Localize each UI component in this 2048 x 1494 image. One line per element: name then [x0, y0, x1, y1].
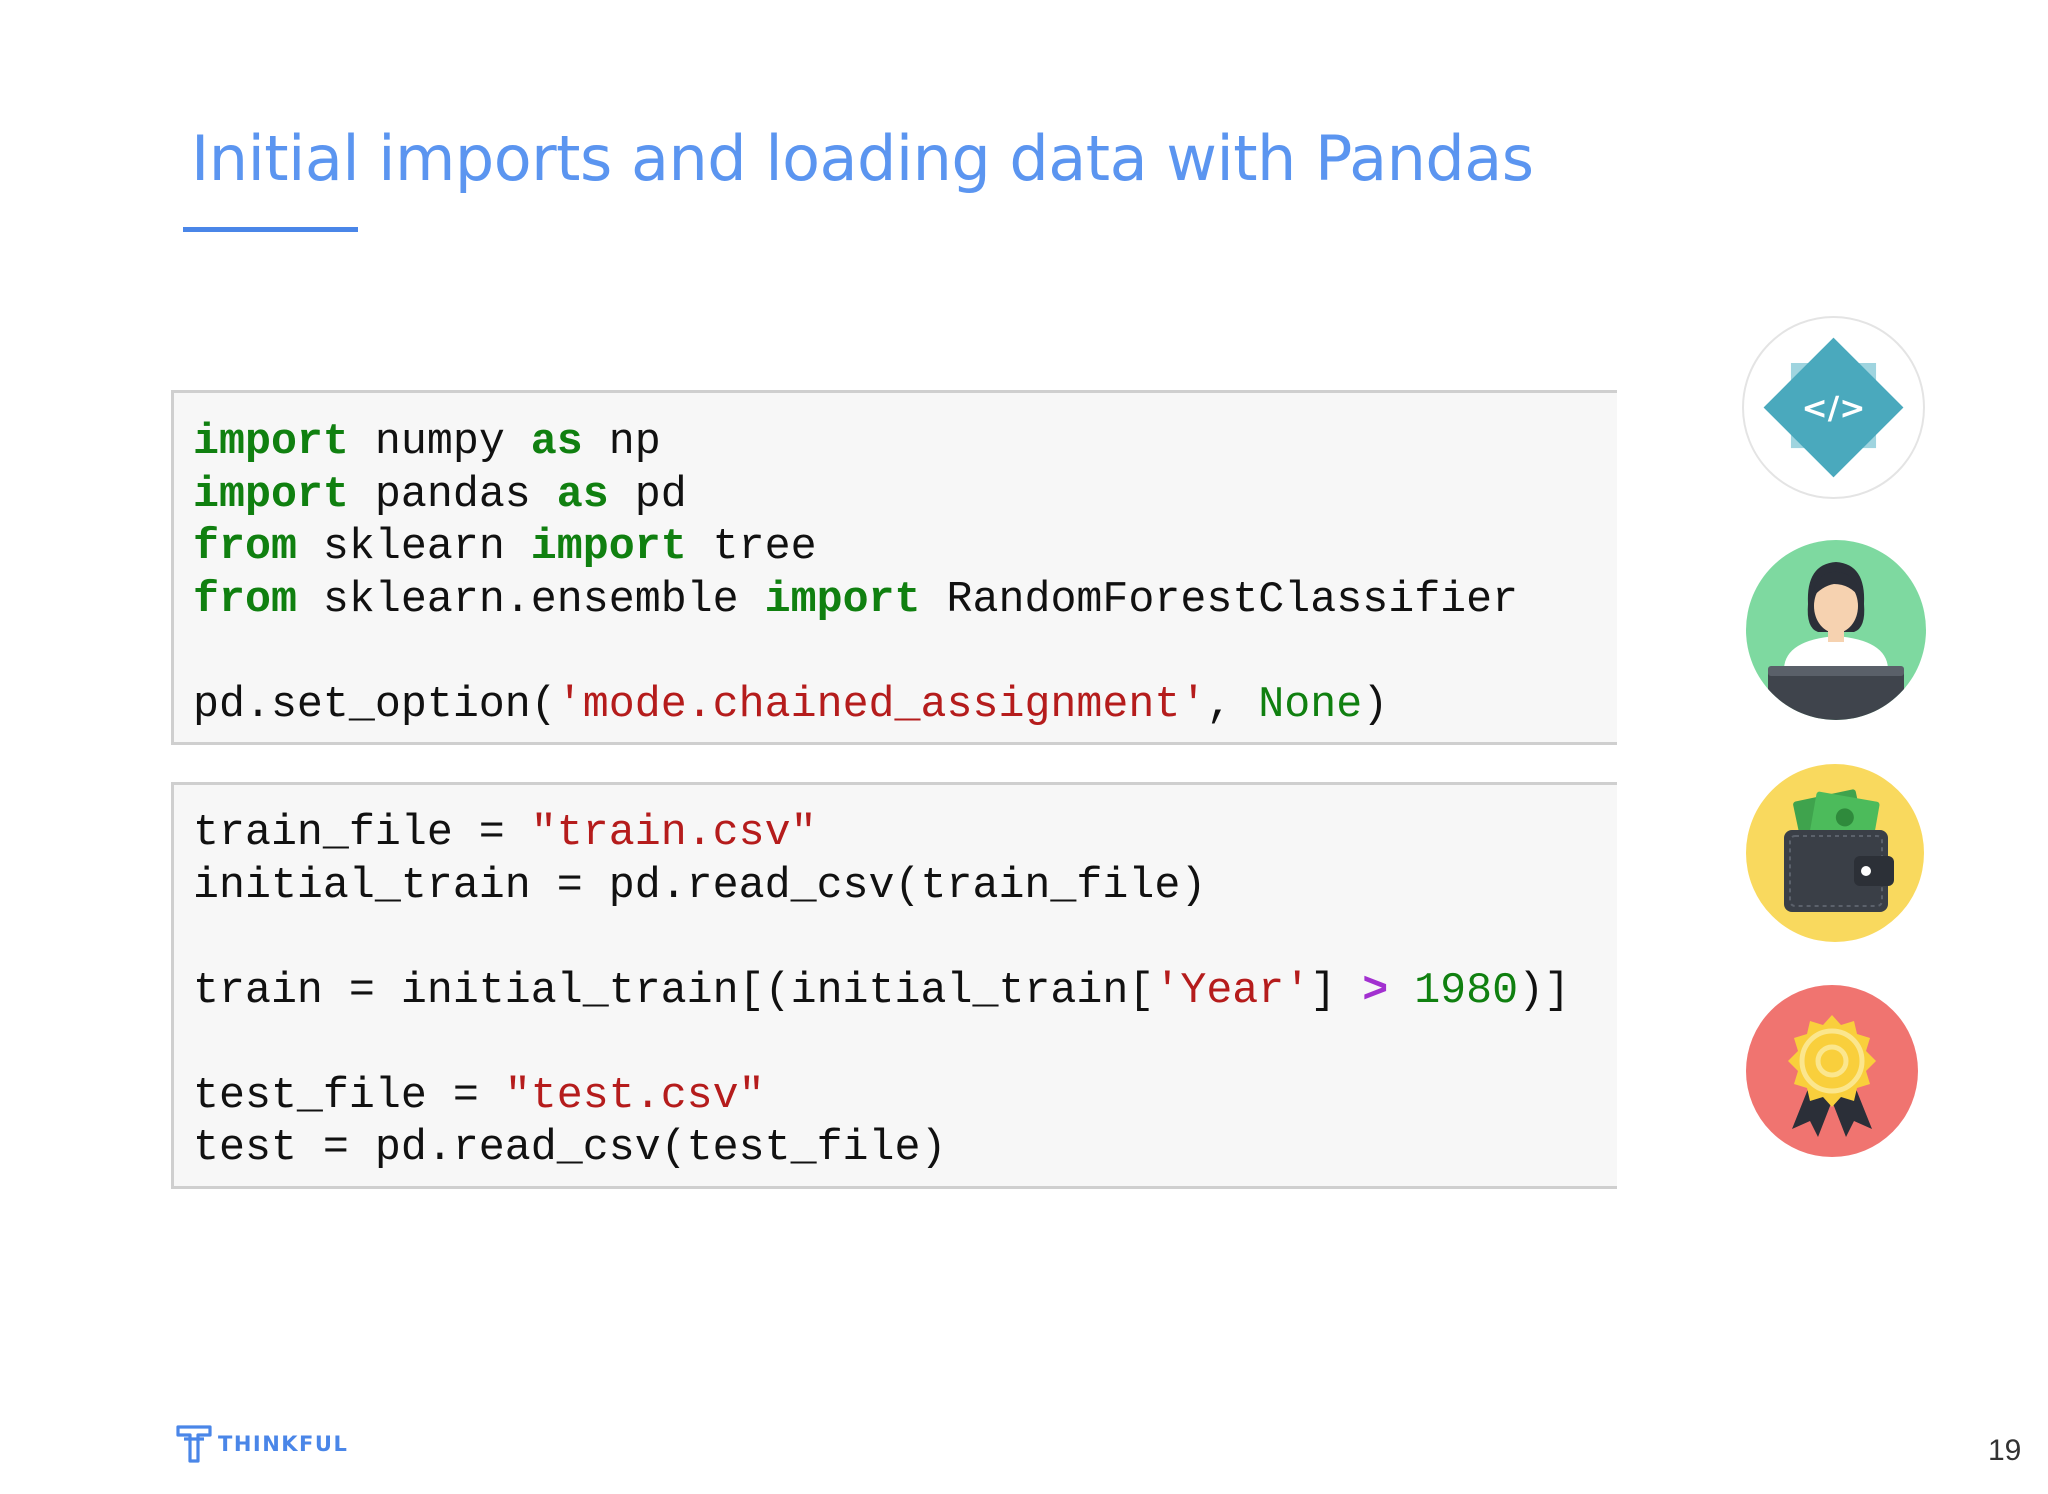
code-token: from [193, 523, 297, 572]
code-cell-loading: train_file = "train.csv"initial_train = … [171, 782, 1617, 1189]
code-token: sklearn.ensemble [296, 575, 765, 625]
logo-text: THINKFUL [218, 1432, 349, 1456]
code-token: pd [608, 470, 687, 520]
code-token: np [582, 418, 661, 467]
wallet-money-icon [1746, 764, 1924, 942]
code-line: train_file = "train.csv" [193, 808, 1570, 861]
slide-title: Initial imports and loading data with Pa… [191, 122, 1534, 195]
code-line: from sklearn import tree [193, 522, 1518, 575]
code-token: sklearn [296, 523, 531, 572]
code-token: ) [1362, 680, 1389, 730]
code-token: test_file = [193, 1071, 505, 1121]
code-line: initial_train = pd.read_csv(train_file) [193, 861, 1570, 914]
code-token: tree [686, 523, 817, 572]
award-badge-icon [1746, 985, 1918, 1157]
code-token [1388, 967, 1414, 1016]
code-token: initial_train = pd.read_csv(train_file) [193, 861, 1207, 911]
code-token: 'mode.chained_assignment' [556, 680, 1207, 730]
code-token: import [530, 523, 687, 572]
code-token: "train.csv" [530, 809, 817, 858]
code-line: import numpy as np [193, 417, 1518, 470]
code-token: train_file = [193, 809, 531, 858]
code-token: None [1258, 680, 1363, 730]
code-token: 'Year' [1154, 966, 1311, 1016]
code-token: pd.set_option( [193, 680, 557, 730]
code-icon: </> [1742, 316, 1925, 499]
code-line: train = initial_train[(initial_train['Ye… [193, 966, 1570, 1019]
code-token: as [556, 470, 609, 520]
code-token: > [1362, 966, 1389, 1016]
code-token: import [764, 575, 921, 625]
code-token: RandomForestClassifier [920, 575, 1519, 625]
page-number: 19 [1988, 1434, 2022, 1467]
code-token: , [1206, 680, 1259, 730]
code-token: train = initial_train[(initial_train[ [193, 966, 1155, 1016]
code-token: 1980 [1414, 966, 1519, 1016]
code-token: as [530, 418, 583, 467]
code-line: test = pd.read_csv(test_file) [193, 1123, 1570, 1176]
thinkful-logo: THINKFUL [176, 1425, 348, 1463]
code-line [193, 1018, 1570, 1071]
code-token: test = pd.read_csv(test_file) [193, 1124, 947, 1173]
code-line: pd.set_option('mode.chained_assignment',… [193, 680, 1518, 733]
code-token: import [193, 418, 349, 467]
person-laptop-icon [1746, 540, 1926, 720]
code-token: import [193, 470, 349, 520]
code-token: ] [1310, 966, 1363, 1016]
code-token: "test.csv" [504, 1071, 765, 1121]
code-line [193, 913, 1570, 966]
code-token: pandas [348, 470, 557, 520]
code-line: test_file = "test.csv" [193, 1071, 1570, 1124]
code-line [193, 627, 1518, 680]
code-token: )] [1518, 966, 1571, 1016]
thinkful-logo-icon [176, 1425, 212, 1463]
code-block: train_file = "train.csv"initial_train = … [193, 808, 1570, 1176]
code-token: numpy [348, 418, 531, 467]
code-line: from sklearn.ensemble import RandomFores… [193, 575, 1518, 628]
code-line: import pandas as pd [193, 470, 1518, 523]
title-underline [183, 227, 358, 232]
code-token: from [193, 575, 297, 625]
svg-text:</>: </> [1802, 391, 1866, 427]
